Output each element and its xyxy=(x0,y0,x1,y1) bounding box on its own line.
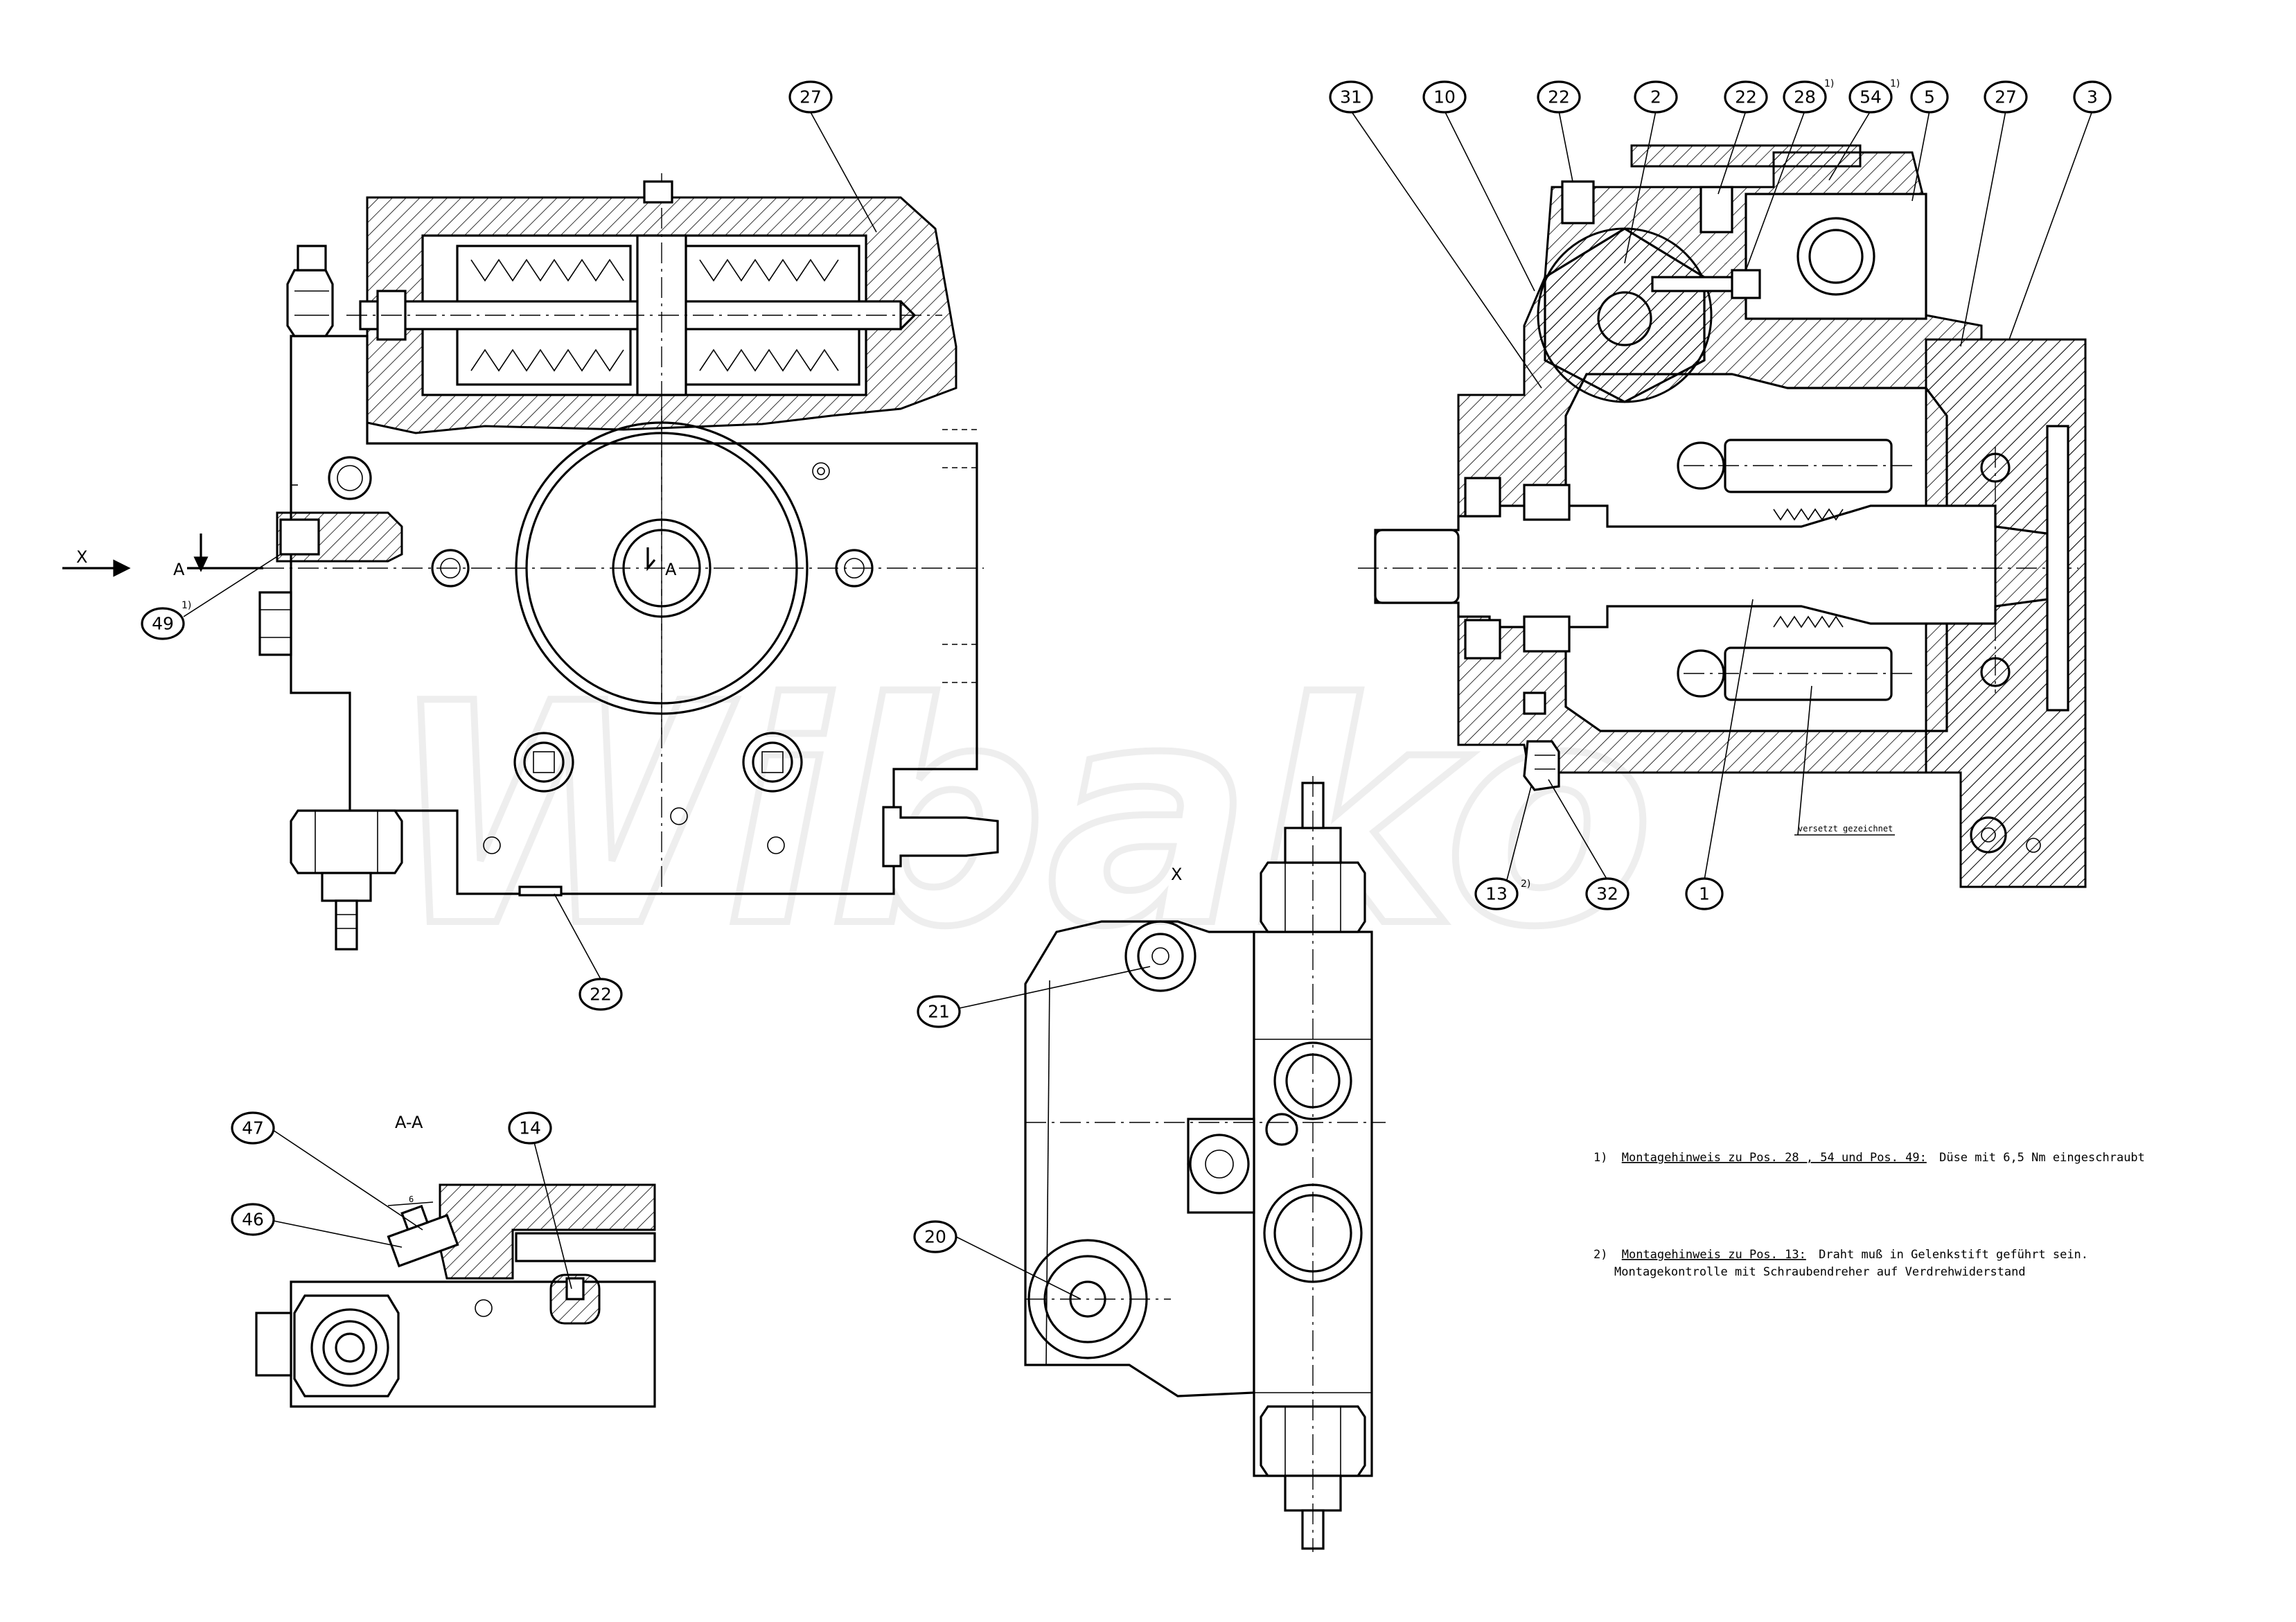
svg-text:46: 46 xyxy=(242,1210,264,1230)
callout-22a: 22 xyxy=(579,978,623,1011)
svg-text:27: 27 xyxy=(1995,87,2017,107)
svg-text:1): 1) xyxy=(182,600,191,611)
callout-5: 5 xyxy=(1910,80,1949,114)
note-1: 1) Montagehinweis zu Pos. 28 , 54 und Po… xyxy=(1593,1151,2145,1165)
callout-3: 3 xyxy=(2073,80,2112,114)
assembly-notes: 1) Montagehinweis zu Pos. 28 , 54 und Po… xyxy=(1593,1151,2145,1279)
note-2-line-2: Montagekontrolle mit Schraubendreher auf… xyxy=(1614,1265,2026,1279)
section-aa-label: A-A xyxy=(395,1113,423,1132)
note-1-heading: Montagehinweis zu Pos. 28 , 54 und Pos. … xyxy=(1622,1151,1927,1165)
svg-text:21: 21 xyxy=(928,1002,950,1022)
svg-text:2: 2 xyxy=(1650,87,1661,107)
callout-21: 21 xyxy=(917,995,961,1028)
callout-31: 31 xyxy=(1329,80,1373,114)
view-x: X xyxy=(1024,776,1386,1552)
section-a-mark: A xyxy=(173,560,185,579)
view-x-arrow-label: X xyxy=(76,547,87,567)
callouts: 27 491) 22 31 10 22 2 22 281) 541) 5 27 … xyxy=(141,78,2112,1253)
svg-text:10: 10 xyxy=(1433,87,1456,107)
note-2-heading: Montagehinweis zu Pos. 13: xyxy=(1622,1248,1806,1262)
svg-text:1): 1) xyxy=(1890,78,1900,89)
right-spring xyxy=(699,258,839,372)
note-1-prefix: 1) xyxy=(1593,1151,1607,1165)
callout-54: 54 1) xyxy=(1848,78,1900,114)
left-spring xyxy=(470,258,624,372)
callout-13: 13 2) xyxy=(1474,877,1530,910)
callout-47: 47 xyxy=(231,1111,275,1145)
svg-text:20: 20 xyxy=(924,1227,946,1247)
svg-text:1): 1) xyxy=(1824,78,1834,89)
dim-6: 6 xyxy=(409,1195,414,1204)
svg-text:27: 27 xyxy=(800,87,822,107)
section-a-a: A-A 6 xyxy=(255,1113,656,1408)
svg-text:31: 31 xyxy=(1340,87,1362,107)
svg-text:5: 5 xyxy=(1924,87,1935,107)
callout-46: 46 xyxy=(231,1203,275,1236)
svg-text:22: 22 xyxy=(1548,87,1570,107)
note-2-prefix: 2) xyxy=(1593,1248,1607,1262)
section-view: versetzt gezeichnet xyxy=(1358,144,2087,888)
svg-text:32: 32 xyxy=(1596,884,1618,904)
callout-22b: 22 xyxy=(1537,80,1581,114)
callout-14: 14 xyxy=(508,1111,552,1145)
callout-49: 49 1) xyxy=(141,600,191,640)
callout-1: 1 xyxy=(1685,877,1724,910)
leader-lines xyxy=(183,110,2093,1300)
callout-28: 28 1) xyxy=(1783,78,1834,114)
svg-text:22: 22 xyxy=(1735,87,1757,107)
svg-text:2): 2) xyxy=(1521,879,1530,890)
callout-27a: 27 xyxy=(788,80,833,114)
svg-text:14: 14 xyxy=(519,1118,541,1138)
note-2-text: Draht muß in Gelenkstift geführt sein. xyxy=(1819,1248,2088,1262)
watermark: Wibako xyxy=(388,639,1654,994)
svg-text:13: 13 xyxy=(1485,884,1508,904)
svg-text:3: 3 xyxy=(2087,87,2098,107)
svg-text:1: 1 xyxy=(1699,884,1710,904)
svg-text:47: 47 xyxy=(242,1118,264,1138)
offset-annotation: versetzt gezeichnet xyxy=(1798,824,1893,834)
callout-20: 20 xyxy=(913,1220,957,1253)
callout-32: 32 xyxy=(1585,877,1630,910)
note-1-text: Düse mit 6,5 Nm eingeschraubt xyxy=(1939,1151,2145,1165)
view-x-label: X xyxy=(1171,865,1182,884)
center-a-label: A xyxy=(665,560,677,579)
front-view: A X xyxy=(62,173,999,951)
callout-22c: 22 xyxy=(1724,80,1768,114)
svg-text:49: 49 xyxy=(152,614,174,634)
callout-2: 2 xyxy=(1634,80,1678,114)
callout-27b: 27 xyxy=(1984,80,2028,114)
svg-text:54: 54 xyxy=(1860,87,1882,107)
svg-text:28: 28 xyxy=(1794,87,1816,107)
callout-10: 10 xyxy=(1422,80,1467,114)
svg-text:22: 22 xyxy=(590,985,612,1005)
note-2: 2) Montagehinweis zu Pos. 13: Draht muß … xyxy=(1593,1248,2088,1262)
